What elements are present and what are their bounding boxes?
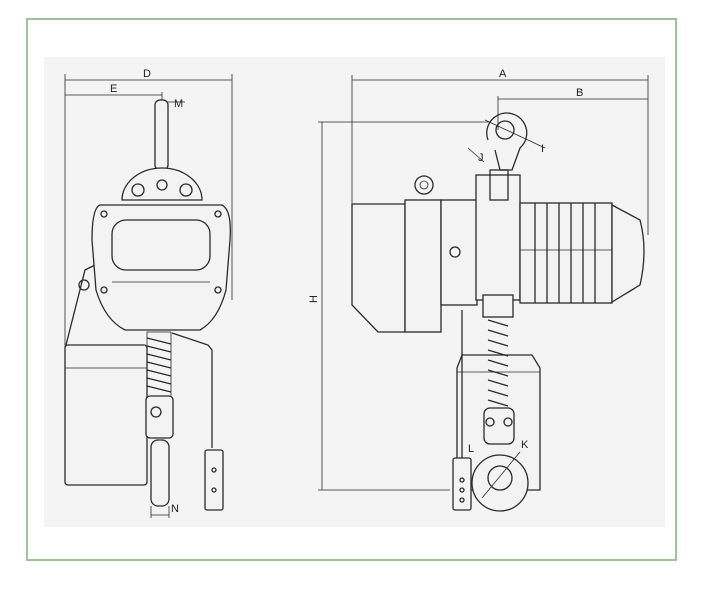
motor-fins [519, 202, 613, 304]
label-m: M [174, 98, 183, 110]
pendant-cable [171, 332, 213, 448]
chain-bag [64, 344, 148, 486]
side-top-hook [486, 112, 528, 171]
side-pendant-control[interactable] [452, 457, 472, 511]
side-bottom-block [483, 407, 515, 445]
figure-border [26, 18, 677, 561]
dimension-d: D [64, 68, 233, 350]
top-hook [154, 99, 169, 171]
pendant-control[interactable] [204, 449, 224, 511]
side-view: A B H I J [308, 68, 649, 512]
eye-bolt [414, 175, 434, 195]
suspension-bracket [121, 167, 203, 201]
label-i: I [541, 143, 544, 155]
front-view: D E M N [64, 68, 233, 518]
hoist-frame [475, 174, 521, 301]
label-a: A [499, 68, 507, 80]
gear-cover [440, 199, 478, 306]
gear-housing [404, 199, 442, 333]
control-box [351, 203, 406, 333]
body-window [111, 219, 211, 271]
label-h: H [308, 295, 320, 303]
bottom-block [145, 395, 174, 439]
chain-guide [482, 294, 514, 318]
side-bottom-hook [471, 454, 529, 512]
dimension-h: H [308, 121, 490, 491]
label-e: E [110, 83, 117, 95]
motor-end-cap [611, 203, 645, 304]
hoist-body [91, 204, 231, 331]
label-l: L [468, 443, 474, 455]
label-n: N [171, 503, 179, 515]
label-k: K [521, 439, 529, 451]
dimension-a: A [351, 68, 649, 235]
label-b: B [576, 87, 583, 99]
label-j: J [478, 152, 484, 164]
label-d: D [143, 68, 151, 80]
bottom-hook [150, 439, 170, 507]
